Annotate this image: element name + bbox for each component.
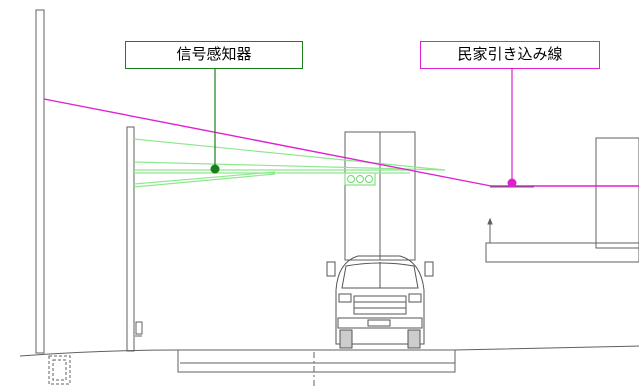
ground-profile [19, 345, 639, 388]
traffic-signal-head [344, 172, 376, 186]
vehicle-sensor-callout: 信号感知器 [125, 41, 303, 69]
signal-pole [126, 126, 143, 352]
truck [326, 255, 434, 349]
service-drop-line [43, 98, 639, 187]
service-drop-label: 民家引き込み線 [457, 45, 563, 63]
vehicle-sensor-lines [133, 138, 446, 188]
center-building [344, 131, 416, 261]
service-drop-marker-icon [507, 178, 517, 188]
right-house [485, 137, 639, 263]
left-utility-pole [35, 9, 45, 354]
vehicle-sensor-label: 信号感知器 [176, 45, 252, 63]
service-drop-callout: 民家引き込み線 [420, 41, 600, 69]
vehicle-sensor-marker-icon [210, 164, 220, 174]
